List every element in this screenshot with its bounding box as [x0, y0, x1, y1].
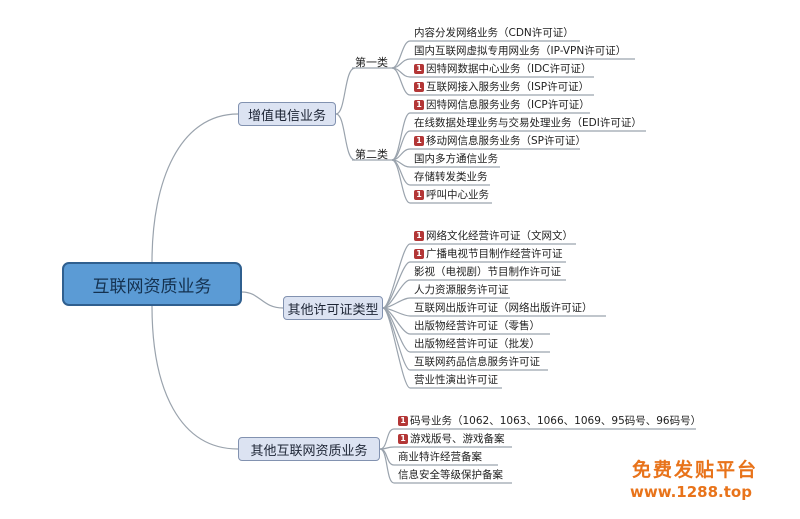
branch-other-internet-qualifications: 其他互联网资质业务 [238, 437, 380, 461]
leaf-franchise-filing: 商业特许经营备案 [398, 451, 482, 463]
branch3-link-3 [379, 448, 395, 484]
branch2-link-7 [382, 307, 411, 371]
priority-flag-icon: 1 [414, 100, 424, 110]
watermark-url: www.1288.top [630, 483, 752, 501]
priority-flag-icon: 1 [398, 434, 408, 444]
connector-branch1-group2 [335, 113, 356, 161]
branch-other-licenses: 其他许可证类型 [283, 296, 383, 320]
priority-flag-icon: 1 [414, 231, 424, 241]
group2-link-0 [391, 112, 411, 161]
priority-flag-icon: 1 [414, 82, 424, 92]
leaf-ip-vpn: 国内互联网虚拟专用网业务（IP-VPN许可证） [414, 45, 627, 57]
leaf-multiparty: 国内多方通信业务 [414, 153, 498, 165]
root-label: 互联网资质业务 [92, 276, 212, 297]
branch-value-added-telecom: 增值电信业务 [238, 102, 336, 126]
priority-flag-icon: 1 [414, 64, 424, 74]
leaf-drug-info-license: 互联网药品信息服务许可证 [414, 356, 540, 368]
leaf-film-license: 影视（电视剧）节目制作许可证 [414, 266, 561, 278]
root-node: 互联网资质业务 [62, 262, 242, 306]
connector-root-branch3 [151, 305, 239, 450]
priority-flag-icon: 1 [398, 416, 408, 426]
branch3-link-0 [379, 428, 395, 450]
leaf-publishing-license: 互联网出版许可证（网络出版许可证） [414, 302, 593, 314]
branch2-link-8 [382, 307, 411, 389]
group2-link-5 [391, 159, 411, 204]
group-category-two: 第二类 [355, 148, 388, 161]
leaf-hr-license: 人力资源服务许可证 [414, 284, 509, 296]
connector-root-branch1 [151, 113, 239, 263]
branch-label: 其他互联网资质业务 [250, 443, 368, 459]
leaf-performance-license: 营业性演出许可证 [414, 374, 498, 386]
branch3-link-2 [379, 448, 395, 466]
leaf-edi: 在线数据处理业务与交易处理业务（EDI许可证） [414, 117, 642, 129]
branch2-link-1 [382, 261, 411, 309]
group-category-one: 第一类 [355, 56, 388, 69]
connector-root-branch2 [241, 291, 284, 309]
priority-flag-icon: 1 [414, 190, 424, 200]
watermark-title: 免费发贴平台 [632, 459, 759, 481]
group1-link-3 [391, 67, 411, 96]
leaf-security-filing: 信息安全等级保护备案 [398, 469, 503, 481]
branch-label: 增值电信业务 [247, 108, 326, 124]
leaf-cdn: 内容分发网络业务（CDN许可证） [414, 27, 574, 39]
connector-branch1-group1 [335, 67, 356, 115]
priority-flag-icon: 1 [414, 136, 424, 146]
leaf-store-forward: 存储转发类业务 [414, 171, 488, 183]
branch-label: 其他许可证类型 [287, 302, 379, 318]
leaf-retail-publication: 出版物经营许可证（零售） [414, 320, 540, 332]
priority-flag-icon: 1 [414, 249, 424, 259]
leaf-wholesale-publication: 出版物经营许可证（批发） [414, 338, 540, 350]
